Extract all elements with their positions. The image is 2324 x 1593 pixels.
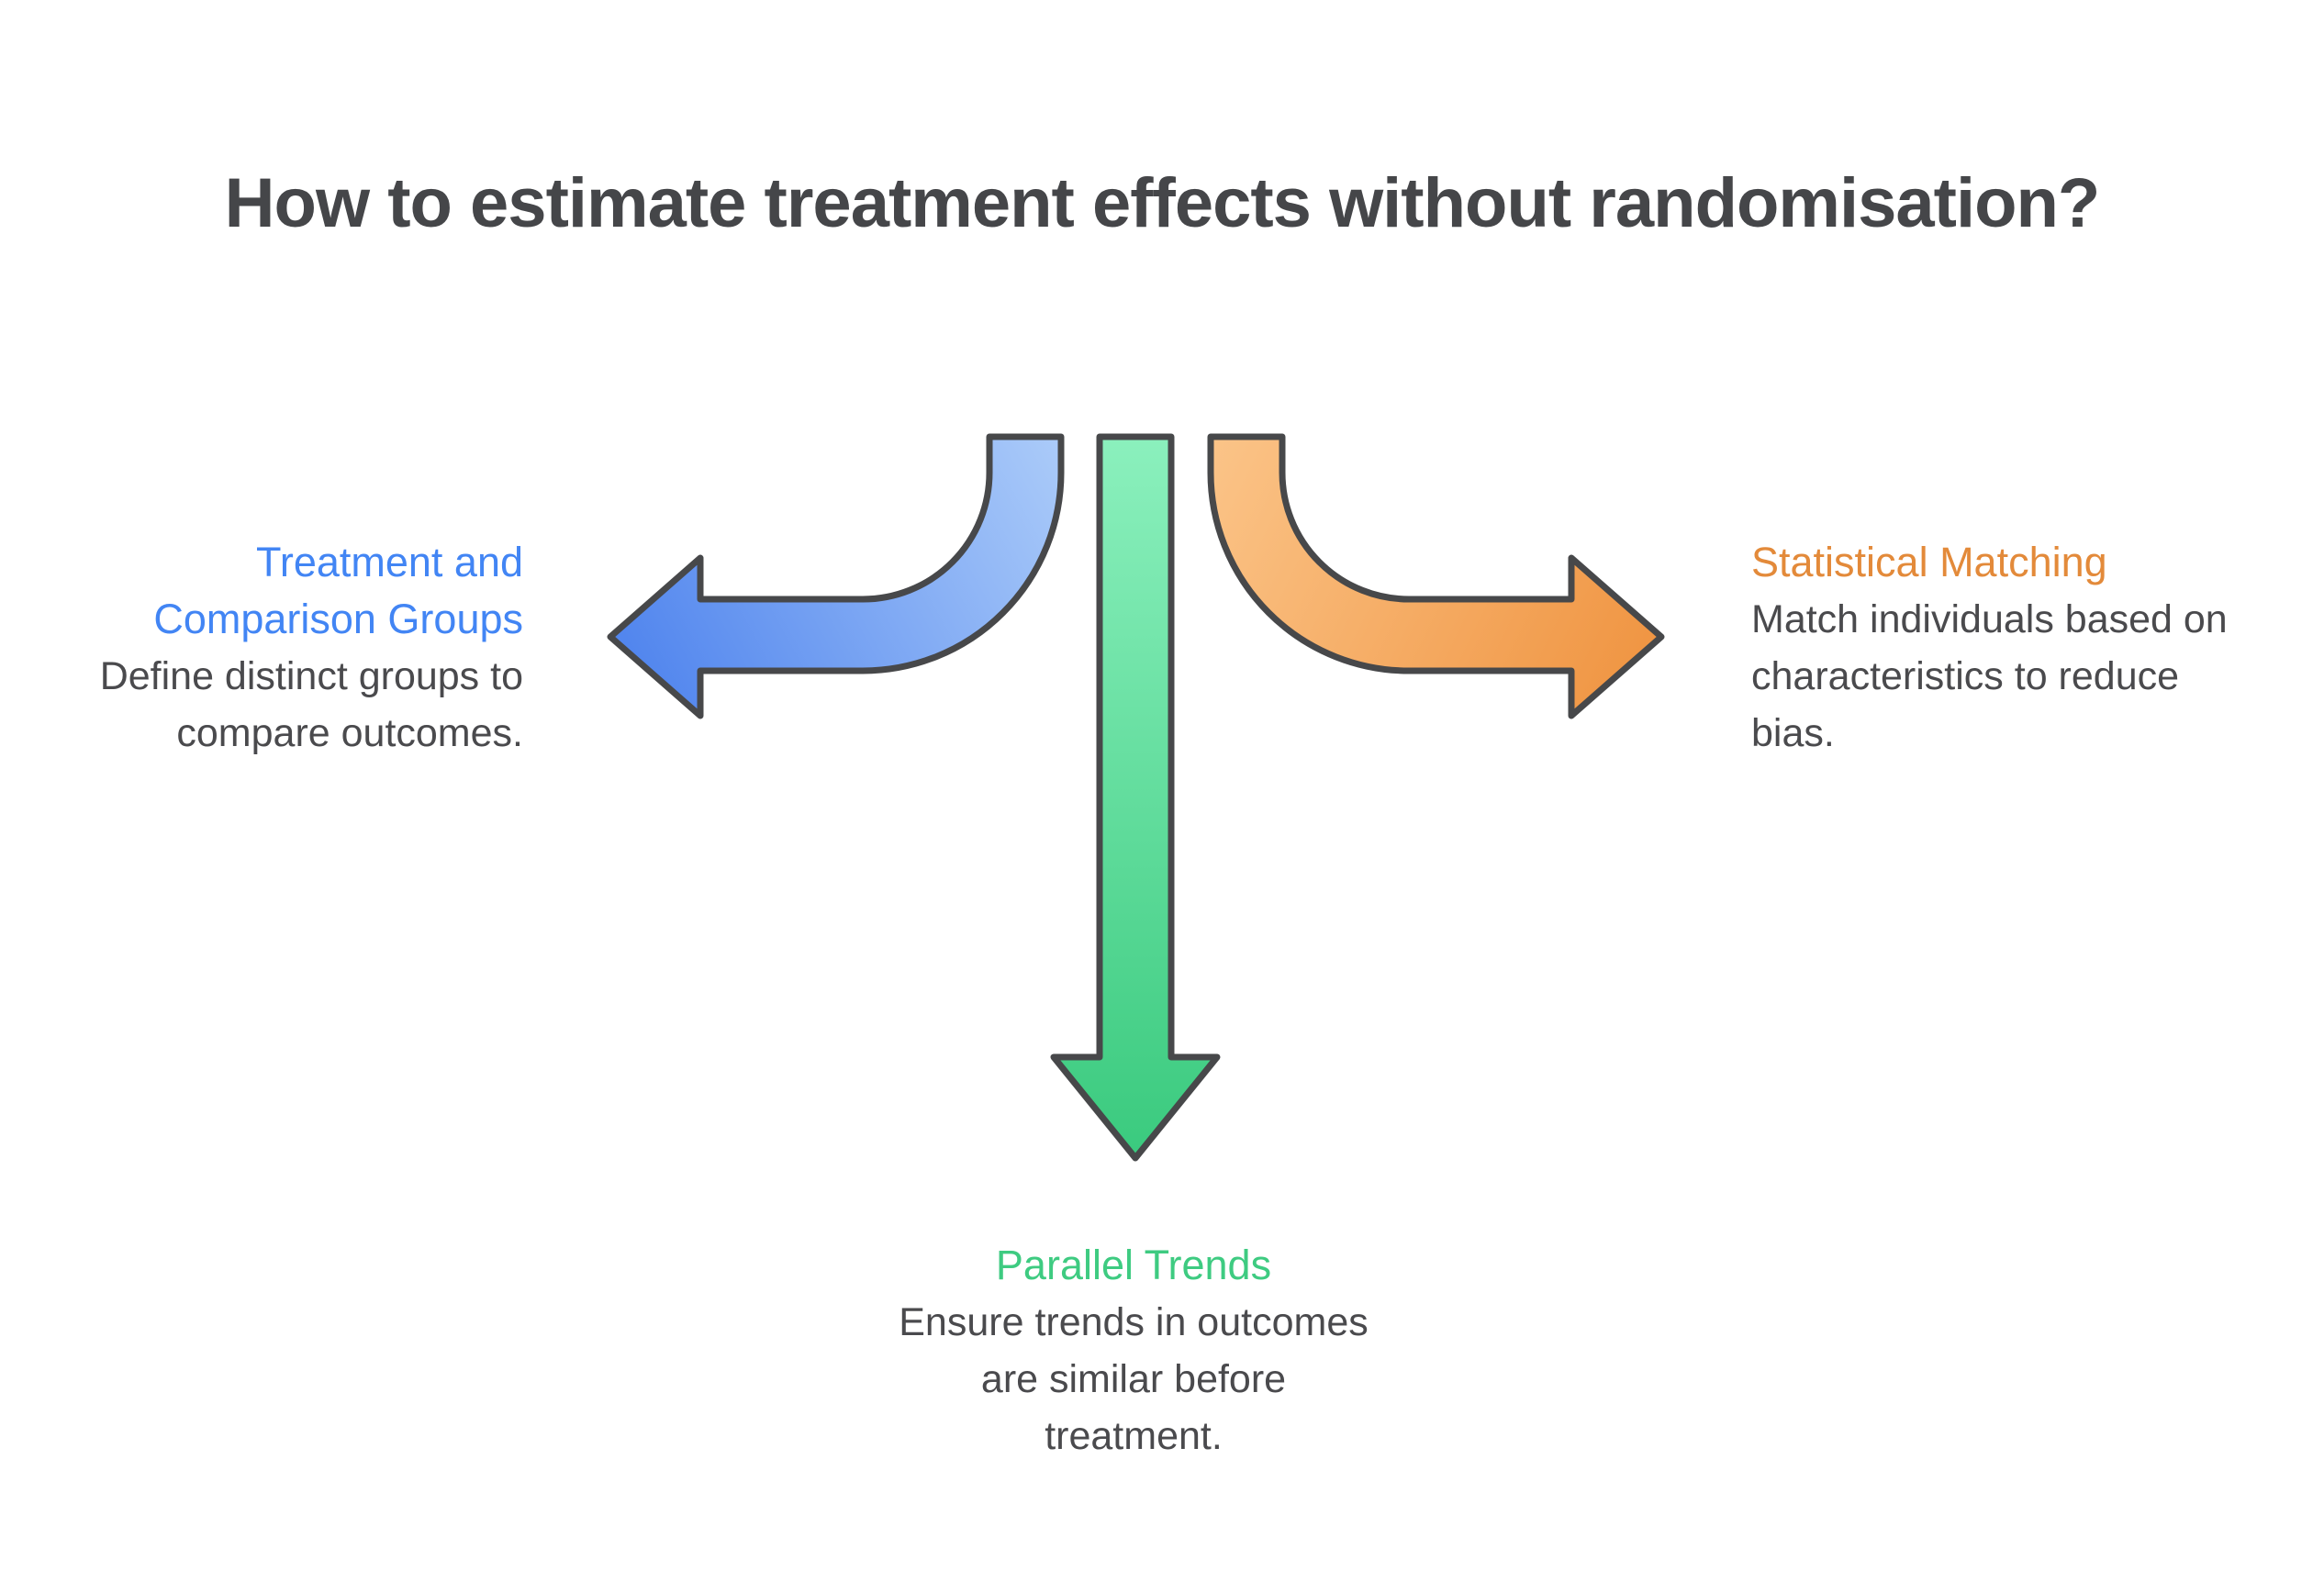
page-title: How to estimate treatment effects withou…	[224, 164, 2101, 242]
description-line: characteristics to reduce	[1751, 654, 2180, 698]
description-line: bias.	[1751, 711, 1835, 755]
label-line: Comparison Groups	[153, 596, 523, 642]
right-arrow-icon	[1207, 433, 1665, 719]
description-line: are similar before	[980, 1357, 1287, 1401]
label-line: Parallel Trends	[995, 1242, 1272, 1288]
down-branch-label: Parallel Trends	[766, 1237, 1501, 1294]
description-line: Match individuals based on	[1751, 597, 2228, 641]
right-branch-description: Match individuals based on characteristi…	[1751, 591, 2228, 762]
branch-right: Statistical Matching Match individuals b…	[1751, 534, 2228, 762]
description-line: Ensure trends in outcomes	[899, 1300, 1369, 1344]
label-line: Treatment and	[256, 539, 523, 585]
left-arrow-icon	[607, 433, 1065, 719]
left-branch-description: Define distinct groups to compare outcom…	[100, 648, 523, 762]
left-branch-label: Treatment and Comparison Groups	[100, 534, 523, 648]
description-line: treatment.	[1045, 1414, 1223, 1458]
description-line: Define distinct groups to	[99, 654, 523, 698]
label-line: Statistical Matching	[1751, 539, 2107, 585]
down-branch-description: Ensure trends in outcomes are similar be…	[766, 1294, 1501, 1465]
down-arrow-icon	[1050, 433, 1221, 1162]
right-branch-label: Statistical Matching	[1751, 534, 2228, 591]
branch-down: Parallel Trends Ensure trends in outcome…	[766, 1237, 1501, 1465]
description-line: compare outcomes.	[176, 711, 523, 755]
branch-left: Treatment and Comparison Groups Define d…	[100, 534, 523, 762]
